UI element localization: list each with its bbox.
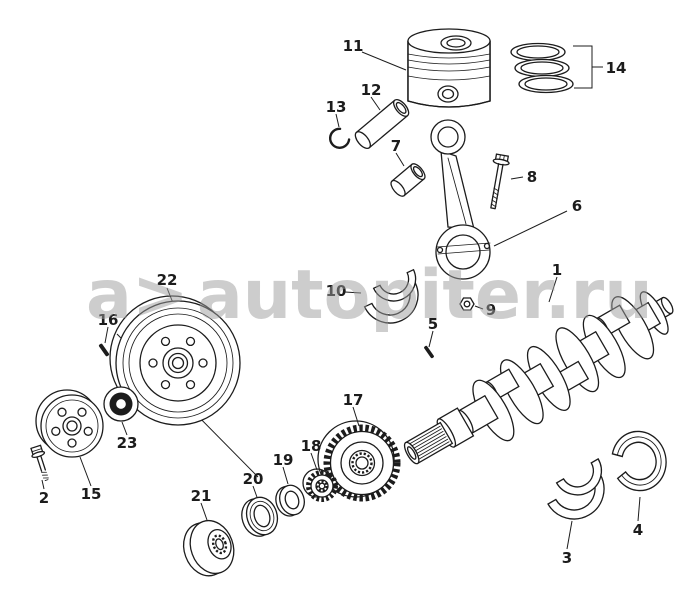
callout-7: 7 bbox=[391, 137, 401, 155]
woodruff-key-16-drawing bbox=[98, 343, 110, 357]
callout-23: 23 bbox=[117, 434, 138, 452]
callout-4: 4 bbox=[633, 521, 643, 539]
piston-rings-drawing bbox=[510, 42, 574, 94]
callout-21: 21 bbox=[191, 487, 212, 505]
callout-6: 6 bbox=[572, 197, 582, 215]
snap-ring-drawing bbox=[329, 127, 351, 149]
callout-labels: 1 2 3 4 5 6 7 8 9 10 11 12 13 14 15 16 1… bbox=[39, 37, 643, 567]
callout-19: 19 bbox=[273, 451, 294, 469]
callout-10: 10 bbox=[326, 282, 347, 300]
callout-17: 17 bbox=[343, 391, 364, 409]
pilot-bearing-drawing bbox=[103, 386, 139, 422]
rod-nut-drawing bbox=[459, 297, 475, 311]
callout-13: 13 bbox=[326, 98, 347, 116]
piston-drawing bbox=[407, 28, 491, 108]
bolt-2-drawing bbox=[30, 444, 49, 482]
callout-5: 5 bbox=[428, 315, 438, 333]
crank-key-drawing bbox=[424, 345, 434, 359]
callout-15: 15 bbox=[81, 485, 102, 503]
damper-hub-drawing bbox=[35, 389, 104, 458]
callout-14: 14 bbox=[606, 59, 627, 77]
callout-11: 11 bbox=[343, 37, 364, 55]
crankshaft-drawing bbox=[403, 291, 674, 465]
rod-bearing-shells-drawing bbox=[363, 268, 419, 324]
pulley-drawing bbox=[109, 295, 241, 426]
hub-flange-drawing bbox=[182, 519, 235, 577]
callout-18: 18 bbox=[301, 437, 322, 455]
ring-20-drawing bbox=[241, 496, 279, 537]
washer-19-drawing bbox=[275, 484, 305, 517]
small-gear-drawing bbox=[302, 468, 338, 502]
callout-22: 22 bbox=[157, 271, 178, 289]
rod-bushing-drawing bbox=[390, 163, 426, 197]
callout-20: 20 bbox=[243, 470, 264, 488]
callout-8: 8 bbox=[527, 168, 537, 186]
thrust-washer-drawing bbox=[611, 430, 667, 492]
callout-2: 2 bbox=[39, 489, 49, 507]
rod-bolt-drawing bbox=[490, 153, 510, 210]
callout-1: 1 bbox=[552, 261, 562, 279]
callout-16: 16 bbox=[98, 311, 119, 329]
piston-pin-drawing bbox=[354, 98, 410, 150]
connecting-rod-drawing bbox=[430, 119, 491, 280]
callout-12: 12 bbox=[361, 81, 382, 99]
callout-3: 3 bbox=[562, 549, 572, 567]
timing-gear-drawing bbox=[317, 420, 401, 502]
callout-9: 9 bbox=[486, 301, 496, 319]
main-bearing-shells-drawing bbox=[547, 457, 605, 520]
